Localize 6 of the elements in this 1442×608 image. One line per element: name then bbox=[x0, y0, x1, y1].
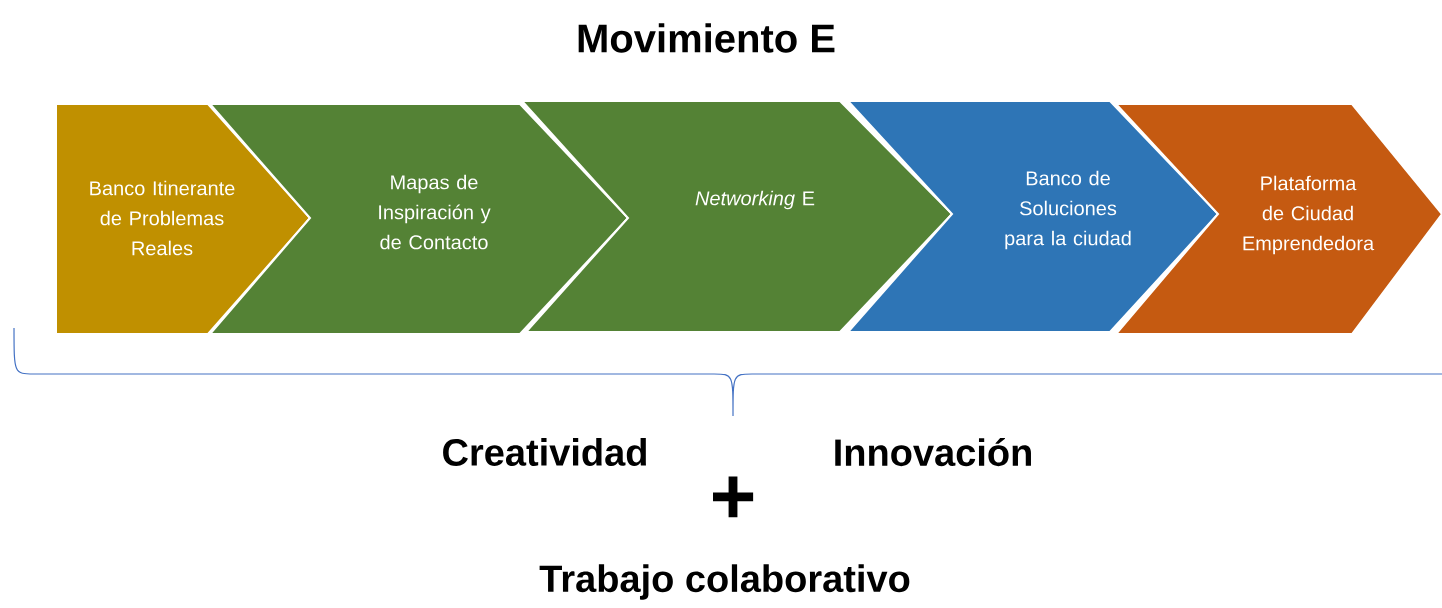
process-step: Banco Itinerante de Problemas Reales bbox=[55, 103, 312, 335]
word-label: Innovación bbox=[835, 437, 1031, 467]
word-label: Trabajo colaborativo bbox=[539, 564, 910, 600]
plus-sign: + bbox=[713, 476, 754, 518]
word-label: Creatividad bbox=[443, 438, 646, 466]
title: Movimiento E bbox=[578, 23, 835, 53]
